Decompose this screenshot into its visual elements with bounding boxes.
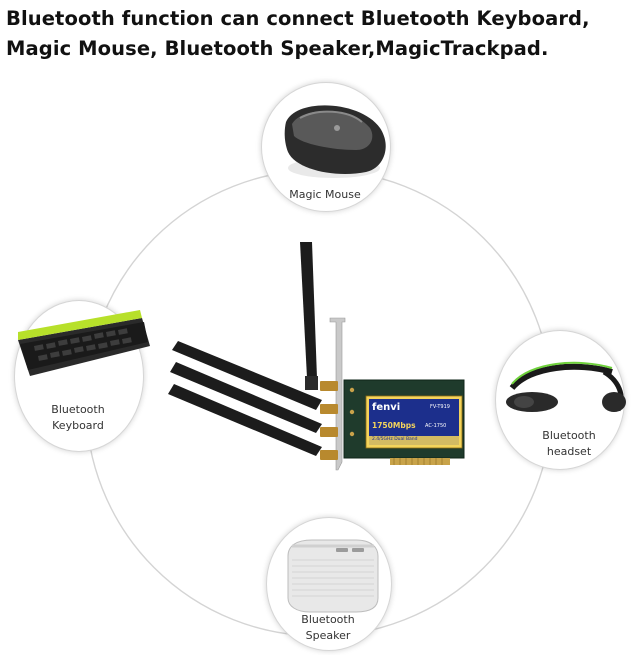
speaker-label-line-2: Speaker	[305, 629, 351, 642]
card-model: FV-T919	[430, 404, 450, 410]
speaker-label-line-1: Bluetooth	[301, 613, 355, 626]
card-brand: fenvi	[372, 402, 401, 413]
antenna-angled-1	[172, 341, 322, 410]
card-band: 2.4/5GHz Dual Band	[372, 437, 418, 442]
headset-label-line-1: Bluetooth	[542, 429, 596, 442]
antenna-angled-3	[168, 384, 322, 456]
antenna-vertical	[300, 242, 318, 390]
card-speed: 1750Mbps	[372, 421, 416, 430]
mouse-label: Magic Mouse	[289, 188, 361, 201]
card-standard: AC-1750	[425, 423, 447, 429]
headset-label: Bluetooth headset	[505, 428, 633, 460]
headset-label-line-2: headset	[546, 445, 592, 458]
headline: Bluetooth function can connect Bluetooth…	[6, 4, 638, 64]
headline-line-1: Bluetooth function can connect Bluetooth…	[6, 7, 590, 30]
keyboard-label-line-2: Keyboard	[52, 419, 104, 432]
keyboard-label: Bluetooth Keyboard	[14, 402, 142, 434]
speaker-label: Bluetooth Speaker	[266, 612, 390, 644]
keyboard-label-line-1: Bluetooth	[51, 403, 105, 416]
antenna-angled-2	[170, 362, 322, 433]
headline-line-2: Magic Mouse, Bluetooth Speaker,MagicTrac…	[6, 37, 549, 60]
